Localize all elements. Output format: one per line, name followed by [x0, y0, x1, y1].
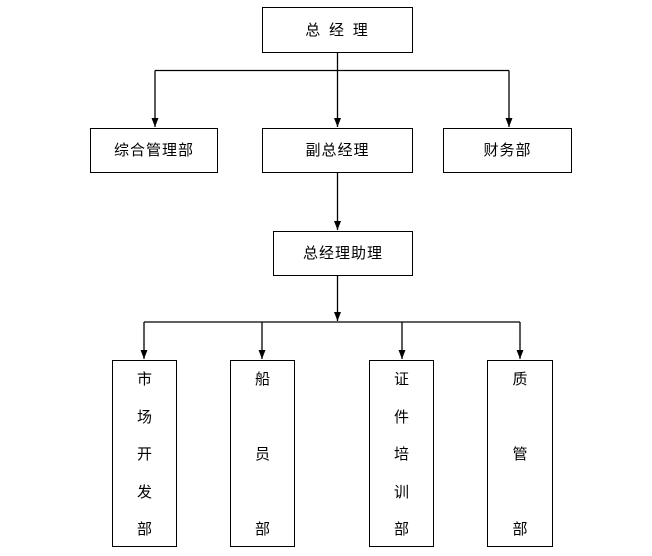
vertical-label-char: 管	[512, 445, 528, 463]
vertical-label-char: 训	[393, 482, 409, 501]
node-gm-assistant: 总经理助理	[273, 231, 413, 276]
vertical-label-char: 证	[393, 370, 409, 388]
vertical-label-char: 部	[254, 520, 270, 538]
node-deputy-general-manager: 副总经理	[262, 128, 413, 173]
vertical-label-char: 部	[136, 520, 152, 538]
node-quality-management-dept: 质管部	[487, 360, 553, 547]
node-gm-assistant-label: 总经理助理	[302, 244, 383, 262]
vertical-label-char: 发	[136, 482, 152, 501]
vertical-label-char: 开	[136, 445, 152, 463]
node-general-manager-label: 总 经 理	[305, 20, 370, 39]
vertical-label-char: 部	[393, 520, 409, 538]
vertical-label-char: 场	[136, 407, 152, 426]
vertical-label-char: 质	[512, 370, 528, 388]
node-crew-dept: 船员部	[230, 360, 295, 547]
node-finance-dept-label: 财务部	[483, 141, 532, 159]
node-certificate-training-dept: 证件培训部	[369, 360, 434, 547]
vertical-label-char: 员	[254, 445, 270, 463]
vertical-label-char: 件	[393, 407, 409, 426]
vertical-label-char: 培	[393, 445, 409, 463]
node-admin-dept-label: 综合管理部	[113, 141, 194, 159]
vertical-label-char: 船	[254, 370, 270, 388]
vertical-label-char: 市	[136, 370, 152, 388]
node-finance-dept: 财务部	[443, 128, 572, 173]
node-admin-dept: 综合管理部	[90, 128, 218, 173]
node-deputy-general-manager-label: 副总经理	[305, 141, 370, 159]
node-general-manager: 总 经 理	[262, 7, 413, 53]
node-market-development-dept: 市场开发部	[112, 360, 177, 547]
vertical-label-char: 部	[512, 520, 528, 538]
